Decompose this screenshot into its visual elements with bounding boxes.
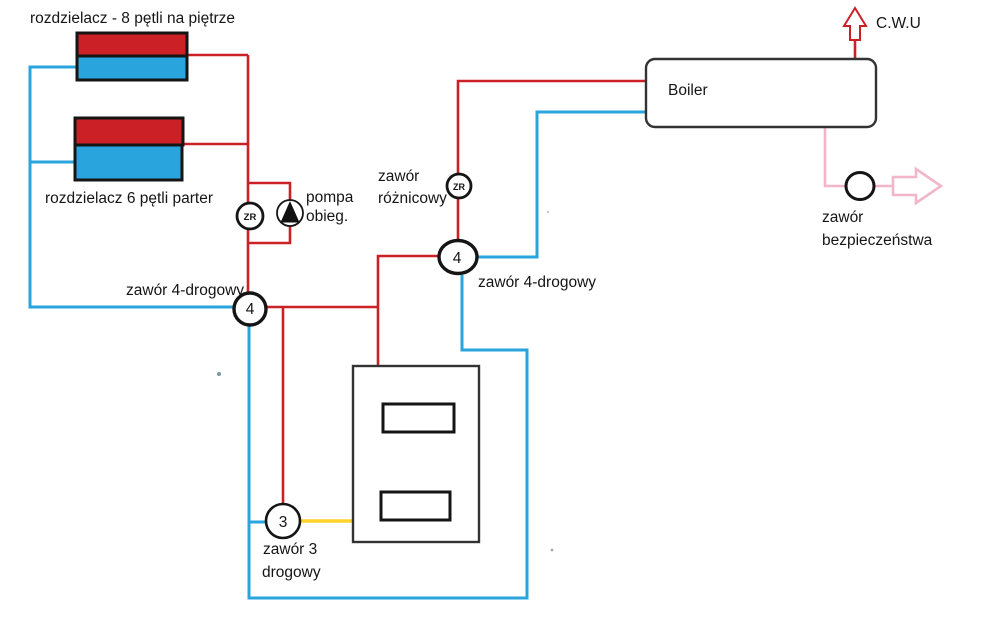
diff-valve-label-line2: różnicowy (378, 190, 447, 207)
distributor-lower-return-bar (73, 143, 184, 182)
blue-return-pipes (28, 65, 647, 600)
distributor-upper-return-bar (75, 54, 189, 82)
pipe-red-valve4R-to-boiler (456, 79, 647, 241)
cwu-arrow-up-icon (842, 6, 868, 41)
check-valve-left-symbol: ZR (244, 212, 257, 223)
safety-discharge-arrow-icon (891, 166, 944, 206)
four-way-valve-left-icon (232, 291, 268, 327)
check-valve-right-icon (445, 172, 473, 200)
four-way-valve-left: 4 (232, 291, 268, 327)
boiler-label: Boiler (668, 82, 708, 99)
three-way-valve: 3 (264, 502, 302, 540)
furnace-lower-door (379, 490, 452, 522)
check-valve-left-icon (235, 201, 265, 231)
boiler-box (644, 57, 878, 129)
stray-marks (217, 210, 554, 552)
check-valve-right: ZR (445, 172, 473, 200)
check-valve-left: ZR (235, 201, 265, 231)
safety-valve-icon (844, 171, 876, 201)
furnace-upper-door (381, 402, 456, 434)
four-way-valve-right-label: zawór 4-drogowy (478, 274, 596, 291)
safety-valve-label-line2: bezpieczeństwa (822, 232, 933, 249)
check-valve-right-symbol: ZR (453, 182, 465, 192)
safety-valve-label-line1: zawór (822, 209, 863, 226)
cwu-label: C.W.U (876, 15, 921, 32)
pink-safety-pipes (823, 127, 944, 206)
four-way-valve-right-icon (437, 238, 479, 276)
four-way-valve-right-symbol: 4 (453, 250, 462, 267)
red-supply-pipes (183, 34, 857, 506)
four-way-valve-left-label: zawór 4-drogowy (126, 282, 244, 299)
three-way-valve-icon (264, 502, 302, 540)
stray-dot-2 (546, 210, 550, 214)
pump-triangle-icon (280, 201, 300, 223)
pipe-blue-valve4R-to-boiler (476, 110, 647, 259)
three-way-valve-symbol: 3 (279, 514, 288, 531)
pump-label-line1: pompa (306, 189, 354, 206)
four-way-valve-left-symbol: 4 (246, 301, 255, 318)
pipe-blue-bottom-loop (247, 275, 529, 600)
distributor-lower-label: rozdzielacz 6 pętli parter (45, 190, 213, 207)
pipe-blue-left-loop (28, 65, 235, 309)
distributor-lower-supply-bar (73, 116, 185, 147)
three-way-valve-label-line1: zawór 3 (263, 541, 317, 558)
four-way-valve-right: 4 (437, 238, 479, 276)
furnace (351, 364, 481, 544)
distributor-lower (73, 116, 185, 182)
stray-dot-1 (217, 372, 221, 376)
three-way-valve-label-line2: drogowy (262, 564, 321, 581)
distributor-upper-supply-bar (75, 31, 189, 58)
circulation-pump (276, 199, 304, 227)
pump-label-line2: obieg. (306, 208, 348, 225)
stray-dot-3 (550, 548, 554, 552)
diff-valve-label-line1: zawór (378, 168, 419, 185)
distributor-upper (75, 31, 189, 82)
pipe-red-junction-to-valve4R (376, 254, 440, 366)
distributor-upper-label: rozdzielacz - 8 pętli na piętrze (30, 10, 235, 27)
